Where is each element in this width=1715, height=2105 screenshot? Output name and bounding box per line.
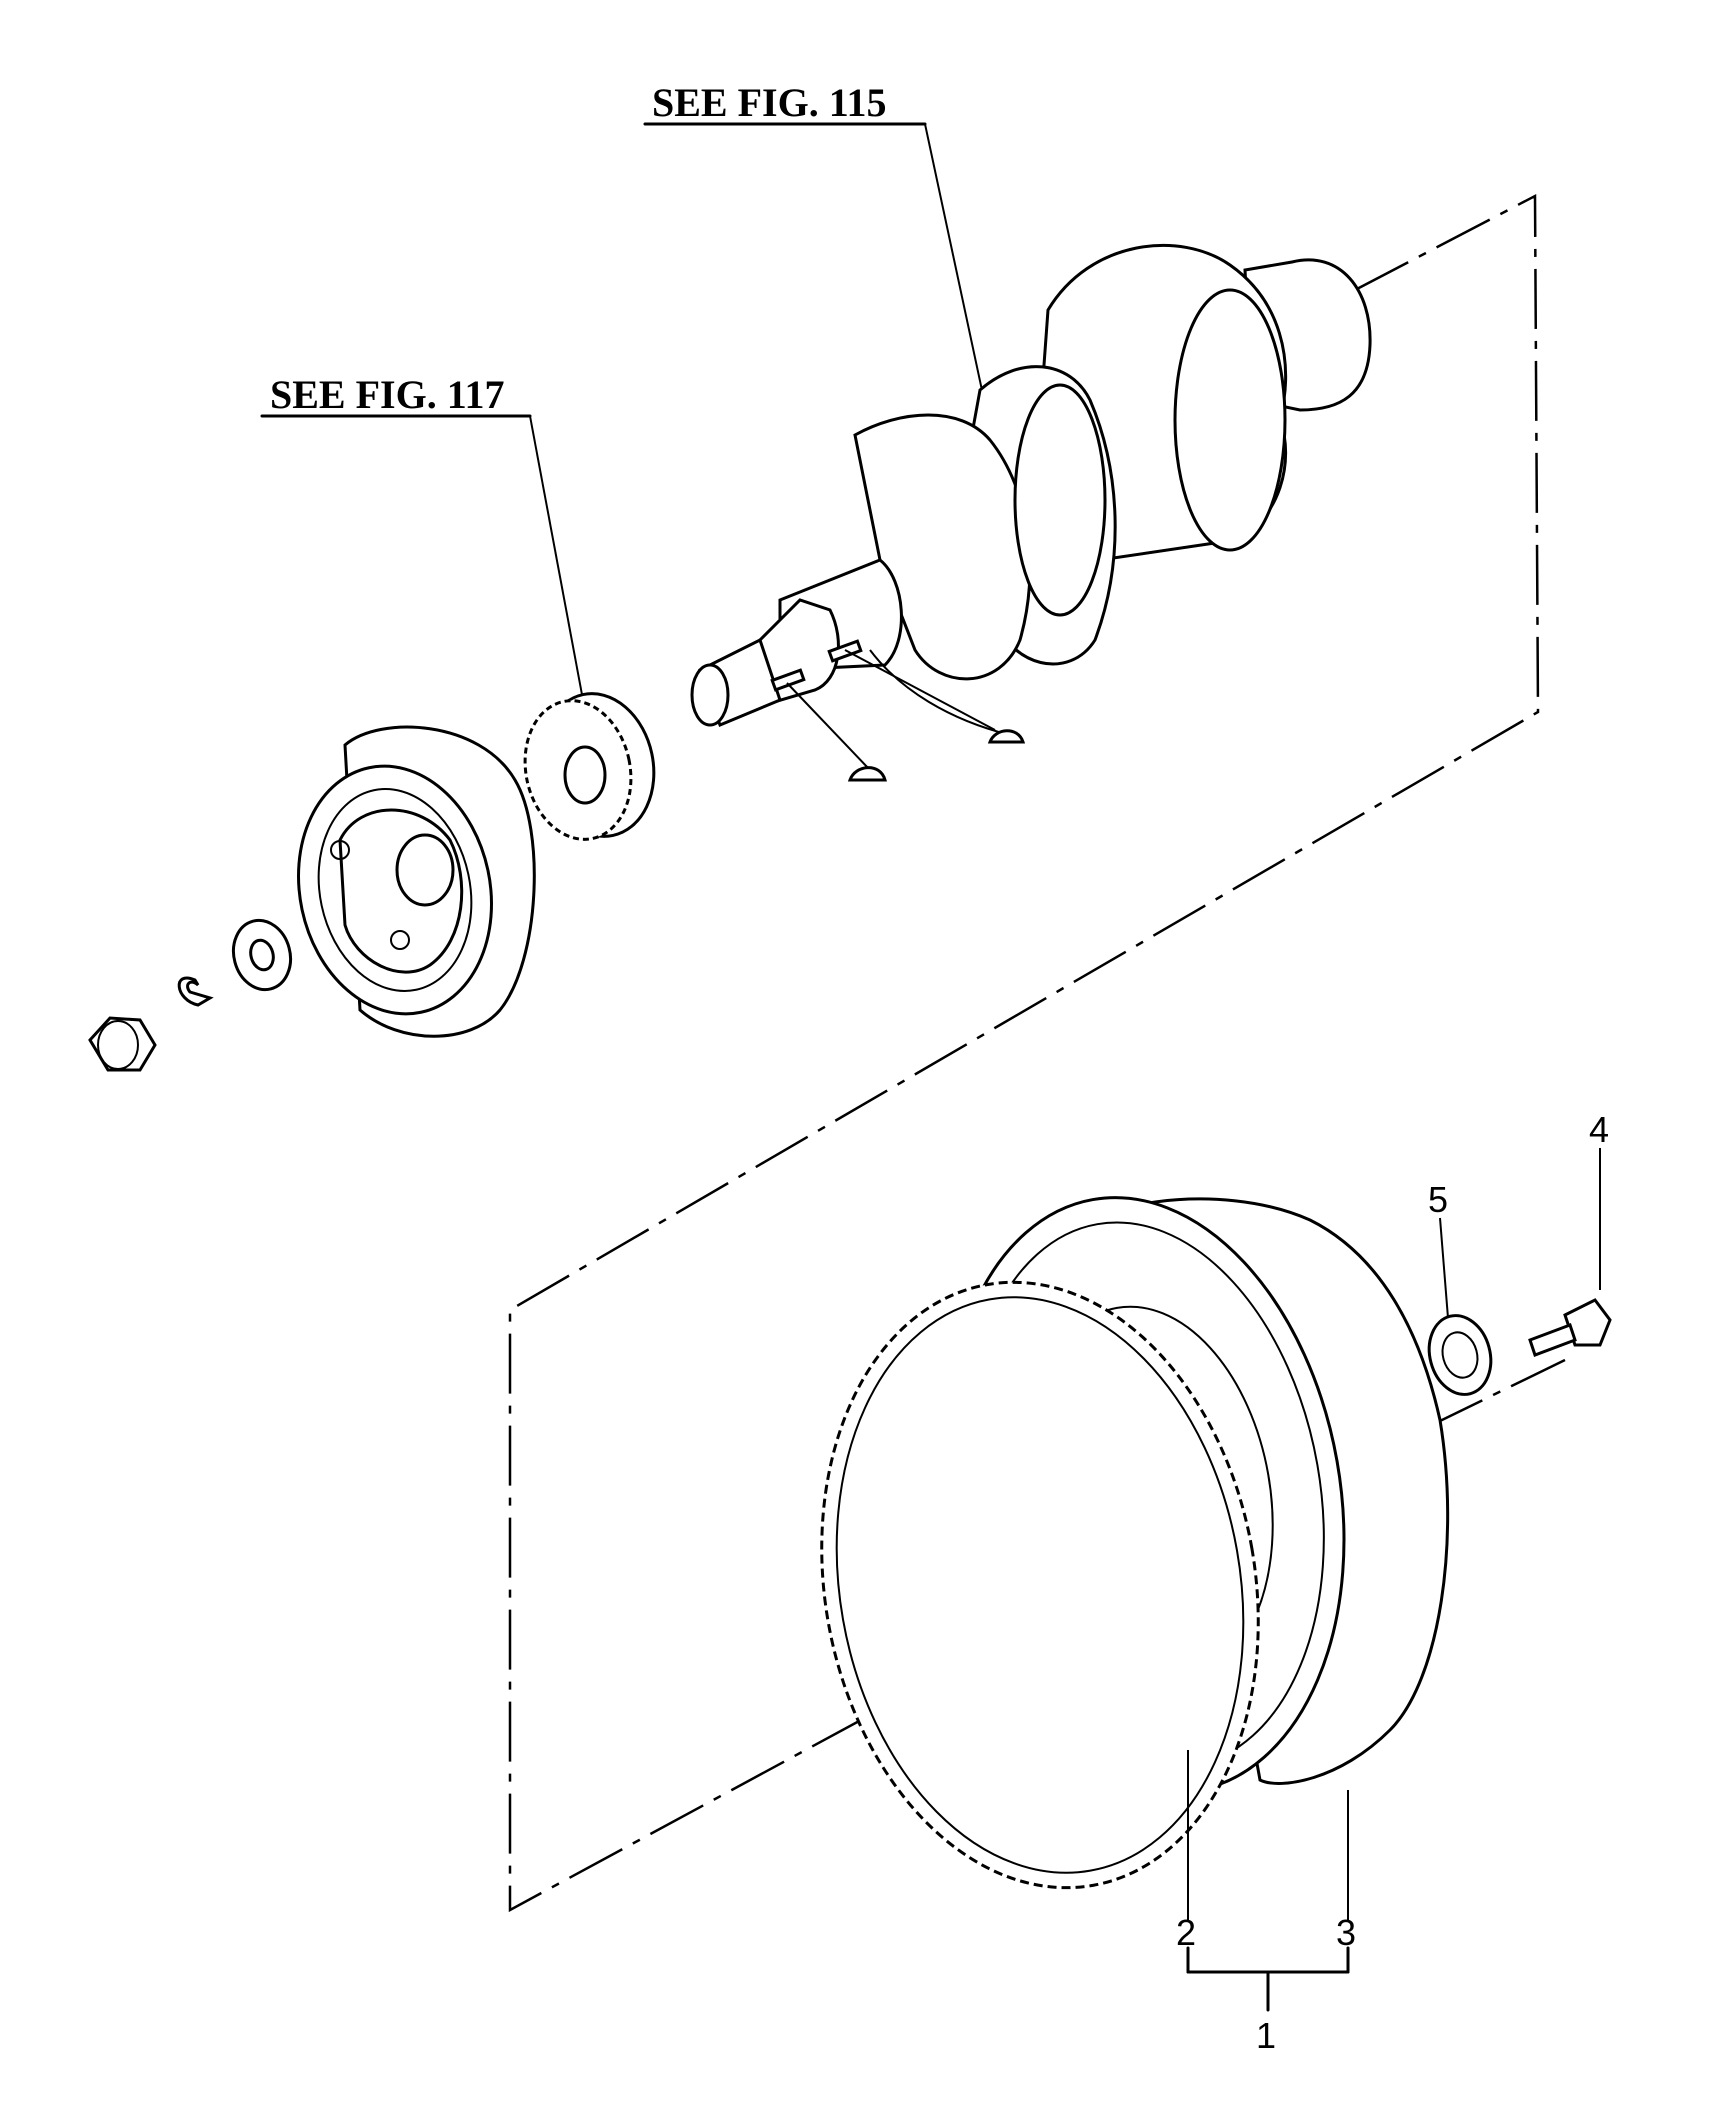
crankshaft [690, 243, 1372, 736]
crank-pulley [297, 725, 536, 1038]
woodruff-keys [786, 649, 1026, 782]
callout-3[interactable]: 3 [1336, 1912, 1356, 1953]
callout-leaders [1186, 1148, 1601, 2012]
pulley-hardware [88, 918, 293, 1072]
callout-1[interactable]: 1 [1256, 2015, 1276, 2056]
ring-gear [820, 1280, 1260, 1890]
pilot-bearing [1427, 1314, 1493, 1396]
assembly-boundary [508, 193, 1540, 1913]
reference-fig-117-text: SEE FIG. 117 [270, 372, 505, 417]
reference-fig-117-leader [529, 415, 584, 701]
crank-gear [523, 692, 656, 841]
callout-5[interactable]: 5 [1428, 1179, 1448, 1220]
callout-4[interactable]: 4 [1589, 1109, 1609, 1150]
reference-fig-115-text: SEE FIG. 115 [652, 80, 887, 125]
flywheel-bolt [1528, 1298, 1612, 1357]
reference-fig-115[interactable]: SEE FIG. 115 [643, 80, 984, 396]
reference-fig-115-leader [924, 123, 984, 396]
callout-2[interactable]: 2 [1176, 1912, 1196, 1953]
reference-fig-117[interactable]: SEE FIG. 117 [260, 372, 584, 701]
